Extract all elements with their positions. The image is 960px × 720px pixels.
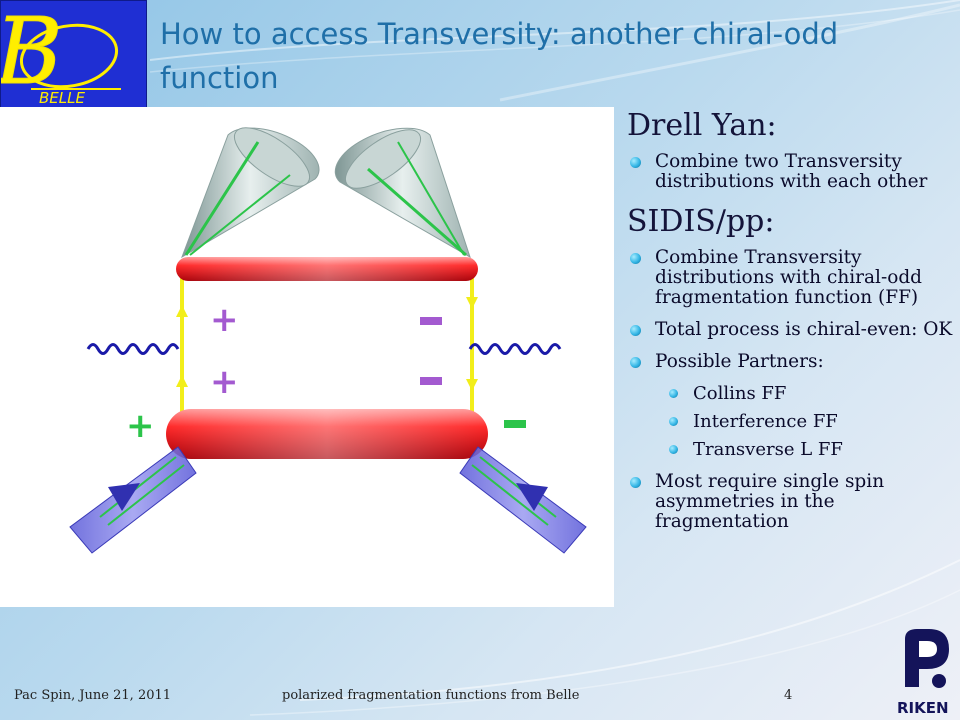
photon-left [86,343,180,355]
belle-logo-mark: B BELLE [0,0,121,107]
page-number: 4 [784,688,793,703]
plus-sign-middle: + [210,362,239,402]
svg-text:B: B [1,1,63,105]
section-heading-sidis: SIDIS/pp: [627,204,775,239]
diagram-figure: + + + [0,107,614,607]
bullet-item: Most require single spin asymmetries in … [625,472,955,532]
bullet-item: Possible Partners: [625,352,955,372]
bullet-item: Combine two Transversity distributions w… [625,152,955,192]
jet-left [69,446,197,554]
bullet-column: Drell Yan: Combine two Transversity dist… [625,106,955,544]
cone-left [181,127,320,259]
cone-right [334,127,471,259]
quark-lines [176,277,478,412]
belle-logo-text: BELLE [39,89,85,107]
belle-logo: B BELLE [0,0,147,108]
footer-center: polarized fragmentation functions from B… [282,688,580,703]
photon-right [468,343,562,355]
minus-sign-middle [420,377,442,385]
minus-sign-green [504,420,526,428]
sub-bullet-item: Interference FF [625,412,955,432]
plus-sign-green: + [126,406,155,446]
bullet-item: Combine Transversity distributions with … [625,248,955,308]
lower-rod [166,409,488,459]
upper-rod [176,257,478,281]
riken-logo: RIKEN [897,629,949,717]
slide-title: How to access Transversity: another chir… [160,17,839,95]
sub-bullet-item: Transverse L FF [625,440,955,460]
bullet-item: Total process is chiral-even: OK [625,320,955,340]
riken-logo-text: RIKEN [897,699,949,717]
sub-bullet-item: Collins FF [625,384,955,404]
section-heading-drell-yan: Drell Yan: [627,108,777,143]
feynman-diagram: + + + [69,127,587,554]
minus-sign-upper [420,317,442,325]
footer-left: Pac Spin, June 21, 2011 [14,688,172,703]
jet-right [459,446,587,554]
plus-sign-upper: + [210,300,239,340]
